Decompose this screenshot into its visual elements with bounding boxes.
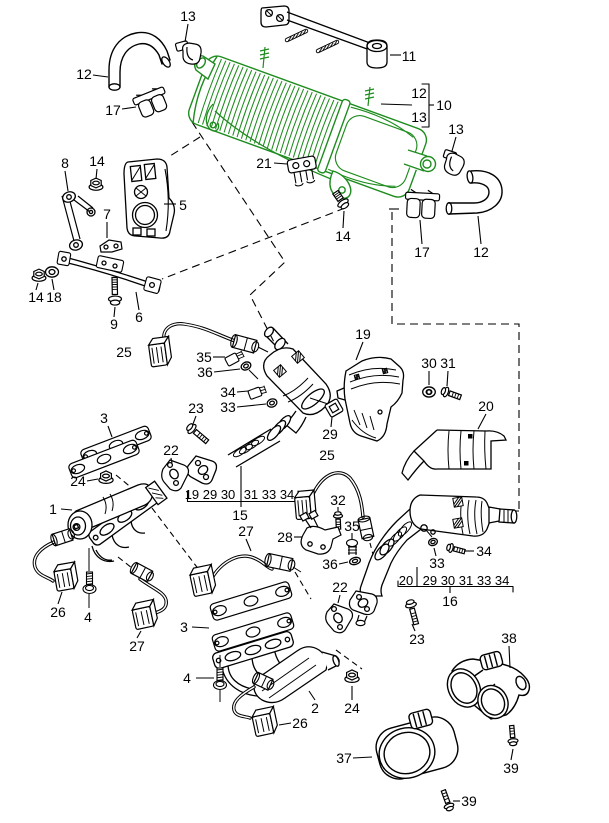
svg-text:4: 4	[183, 670, 191, 686]
svg-text:36: 36	[322, 556, 338, 572]
svg-text:26: 26	[50, 604, 66, 620]
svg-text:34: 34	[220, 384, 236, 400]
svg-text:15: 15	[232, 507, 248, 523]
svg-text:31: 31	[440, 355, 456, 371]
svg-text:20: 20	[478, 398, 494, 414]
svg-text:30: 30	[421, 355, 437, 371]
svg-text:23: 23	[188, 400, 204, 416]
svg-text:1: 1	[49, 501, 57, 517]
svg-text:25: 25	[319, 447, 335, 463]
svg-text:14: 14	[335, 228, 351, 244]
svg-text:31 33 34: 31 33 34	[244, 487, 295, 502]
svg-text:12: 12	[411, 85, 427, 101]
svg-text:16: 16	[442, 593, 458, 609]
svg-text:13: 13	[411, 109, 427, 125]
svg-text:19 29 30: 19 29 30	[185, 487, 236, 502]
svg-text:36: 36	[197, 364, 213, 380]
svg-text:37: 37	[336, 750, 352, 766]
svg-text:12: 12	[473, 244, 489, 260]
svg-text:18: 18	[46, 289, 62, 305]
svg-text:14: 14	[89, 153, 105, 169]
svg-text:35: 35	[344, 518, 360, 534]
svg-text:38: 38	[501, 630, 517, 646]
svg-text:17: 17	[414, 244, 430, 260]
svg-text:33: 33	[429, 555, 445, 571]
svg-text:2: 2	[311, 700, 319, 716]
svg-text:20: 20	[399, 573, 413, 588]
svg-text:3: 3	[100, 410, 108, 426]
svg-text:39: 39	[461, 793, 477, 809]
svg-text:25: 25	[116, 344, 132, 360]
svg-text:4: 4	[84, 609, 92, 625]
svg-text:11: 11	[402, 48, 417, 64]
svg-text:32: 32	[330, 492, 346, 508]
svg-text:12: 12	[76, 66, 92, 82]
svg-text:26: 26	[292, 715, 308, 731]
svg-text:34: 34	[476, 543, 492, 559]
svg-text:10: 10	[436, 97, 452, 113]
svg-text:33: 33	[220, 399, 236, 415]
svg-text:23: 23	[409, 631, 425, 647]
svg-text:24: 24	[70, 473, 86, 489]
svg-text:9: 9	[110, 316, 118, 332]
svg-text:28: 28	[277, 529, 293, 545]
svg-text:19: 19	[355, 326, 371, 342]
svg-text:3: 3	[180, 619, 188, 635]
svg-text:35: 35	[196, 349, 212, 365]
svg-text:17: 17	[105, 102, 121, 118]
svg-text:22: 22	[332, 579, 348, 595]
svg-text:29 30 31 33 34: 29 30 31 33 34	[423, 573, 510, 588]
svg-text:27: 27	[129, 638, 145, 654]
svg-text:13: 13	[180, 8, 196, 24]
svg-text:14: 14	[28, 289, 44, 305]
svg-text:29: 29	[322, 426, 338, 442]
svg-text:7: 7	[103, 206, 111, 222]
svg-text:22: 22	[163, 442, 179, 458]
svg-text:6: 6	[135, 309, 143, 325]
svg-text:24: 24	[344, 700, 360, 716]
svg-text:39: 39	[503, 760, 519, 776]
svg-text:21: 21	[256, 155, 272, 171]
svg-text:5: 5	[179, 197, 187, 213]
svg-text:13: 13	[448, 121, 464, 137]
svg-text:8: 8	[61, 155, 69, 171]
svg-text:27: 27	[238, 523, 254, 539]
